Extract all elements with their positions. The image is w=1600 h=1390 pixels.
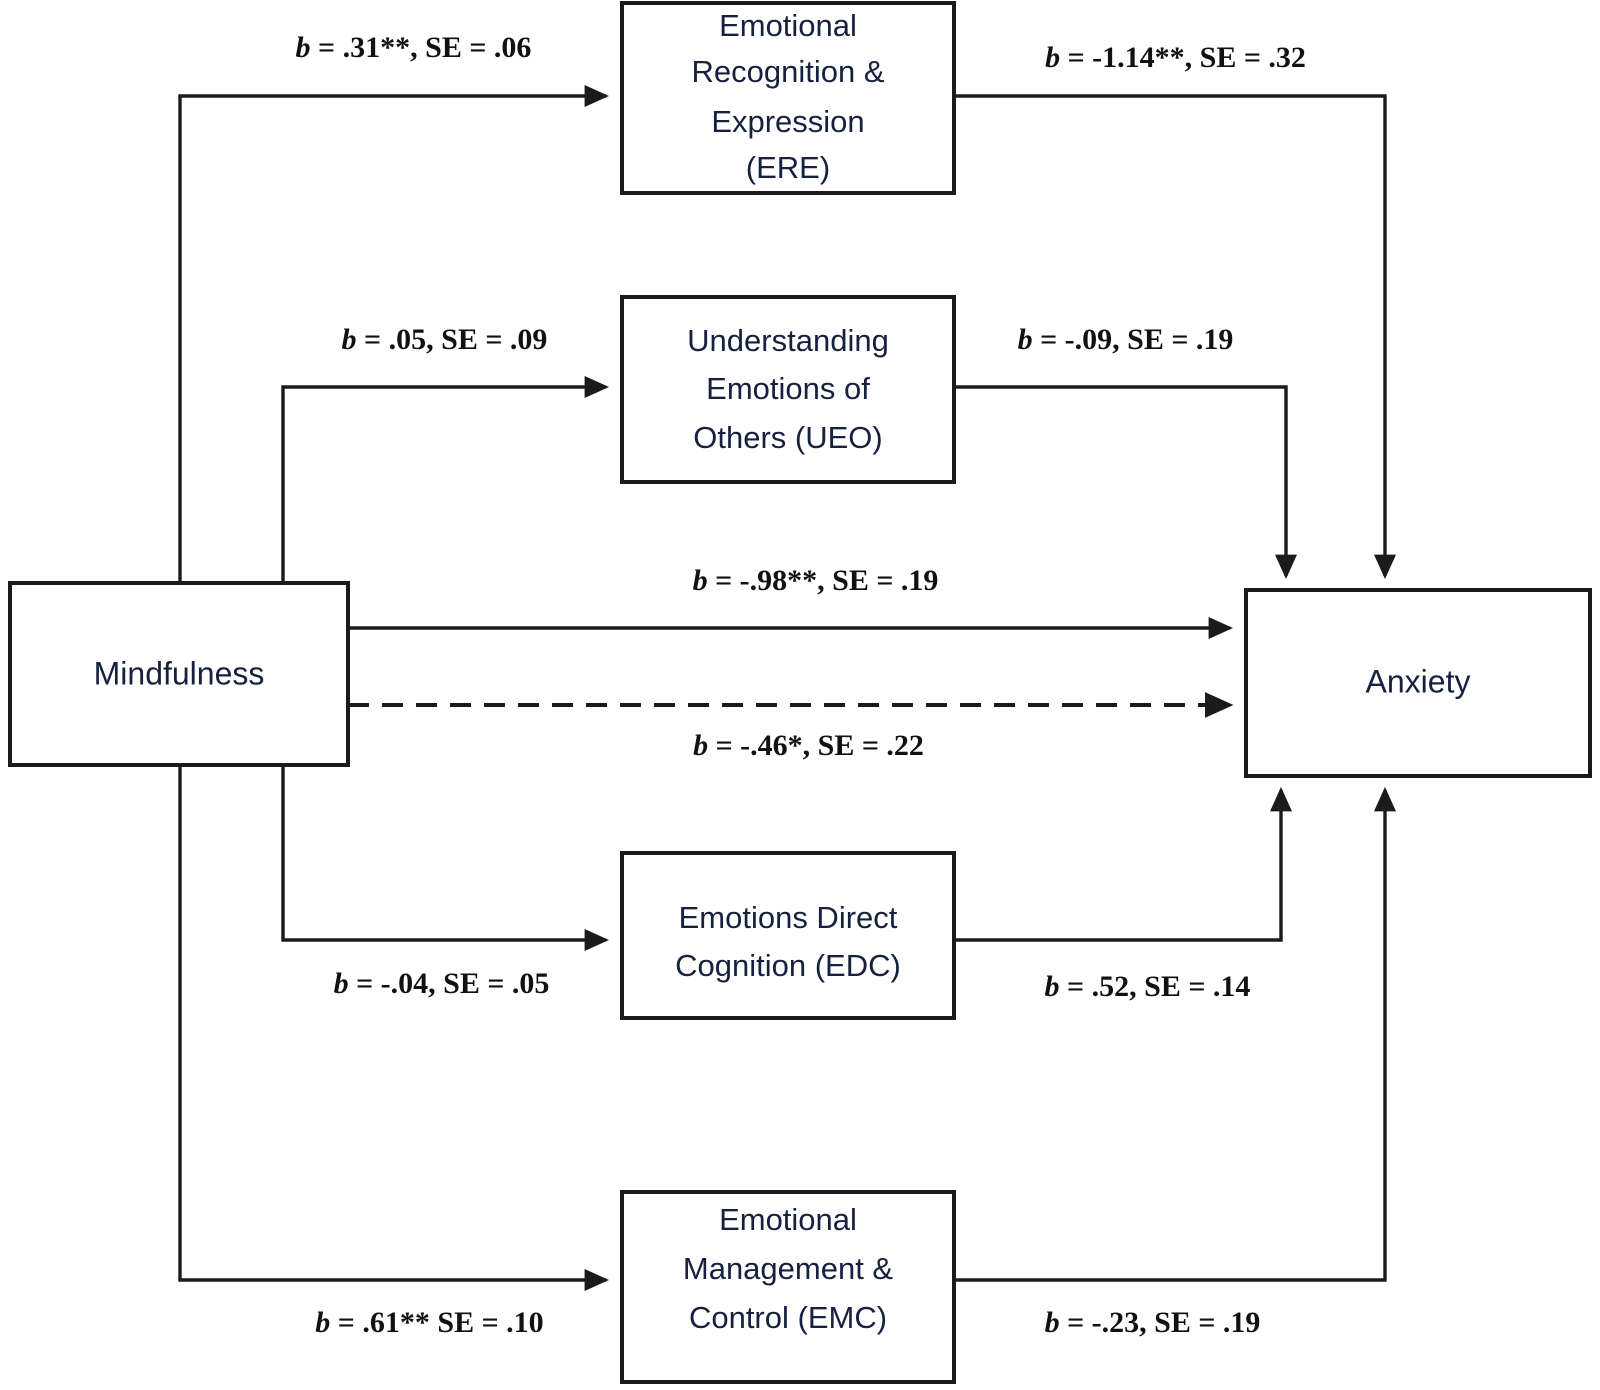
coef-value: = -.04, SE = .05 (349, 967, 550, 1000)
node-edc[interactable]: Emotions Direct Cognition (EDC) (620, 851, 956, 1020)
node-emc-label-line-2: Management & (683, 1251, 894, 1286)
node-emc[interactable]: Emotional Management & Control (EMC) (620, 1190, 956, 1384)
node-ere-box (620, 1, 956, 195)
coef-symbol: b (693, 564, 708, 597)
coef-label-emc-to-anxiety: b = -.23, SE = .19 (977, 1306, 1313, 1339)
node-mindfulness-label: Mindfulness (94, 655, 265, 691)
coef-value: = .31**, SE = .06 (311, 31, 532, 64)
node-emc-label-line-3: Control (EMC) (689, 1300, 887, 1335)
connectors-layer (178, 84, 1397, 1292)
coef-symbol: b (315, 1306, 330, 1339)
coef-label-ere-to-anxiety: b = -1.14**, SE = .32 (978, 41, 1359, 74)
coef-symbol: b (296, 31, 311, 64)
coef-value: = .61** SE = .10 (330, 1306, 543, 1339)
coef-value: = .05, SE = .09 (357, 323, 548, 356)
coefficient-labels-layer: b = .31**, SE = .06 b = -1.14**, SE = .3… (228, 31, 1359, 1339)
coef-label-mindfulness-to-anxiety-direct: b = -.46*, SE = .22 (626, 729, 977, 762)
node-mindfulness[interactable]: Mindfulness (8, 581, 350, 767)
node-ere-label-line-4: (ERE) (746, 150, 830, 185)
coef-label-mindfulness-to-emc: b = .61** SE = .10 (248, 1306, 596, 1339)
node-edc-label-line-2: Cognition (EDC) (675, 948, 901, 983)
node-anxiety-box (1244, 588, 1592, 778)
coef-label-mindfulness-to-ueo: b = .05, SE = .09 (274, 323, 600, 356)
coef-symbol: b (1045, 970, 1060, 1003)
coef-value: = -.23, SE = .19 (1060, 1306, 1261, 1339)
node-ere-label-line-2: Recognition & (691, 54, 884, 89)
node-emc-box (620, 1190, 956, 1384)
node-ere[interactable]: Emotional Recognition & Expression (ERE) (620, 1, 956, 195)
coef-label-edc-to-anxiety: b = .52, SE = .14 (977, 970, 1303, 1003)
node-ueo-box (620, 295, 956, 484)
node-ueo[interactable]: Understanding Emotions of Others (UEO) (620, 295, 956, 484)
coef-symbol: b (1045, 41, 1060, 74)
coef-symbol: b (342, 323, 357, 356)
node-ere-label-line-3: Expression (711, 104, 864, 139)
coef-label-mindfulness-to-ere: b = .31**, SE = .06 (228, 31, 584, 64)
path-mindfulness-to-ere (178, 84, 610, 765)
path-mindfulness-to-emc (178, 765, 610, 1292)
coef-label-mindfulness-to-edc: b = -.04, SE = .05 (266, 967, 602, 1000)
coef-value: = -.98**, SE = .19 (708, 564, 939, 597)
path-emc-to-anxiety (954, 786, 1397, 1282)
coef-label-ueo-to-anxiety: b = -.09, SE = .19 (950, 323, 1286, 356)
coef-symbol: b (1045, 1306, 1060, 1339)
node-anxiety-label: Anxiety (1366, 663, 1471, 699)
node-ere-label-line-1: Emotional (719, 8, 857, 43)
path-ueo-to-anxiety (954, 385, 1298, 580)
coef-value: = -1.14**, SE = .32 (1060, 41, 1306, 74)
node-edc-box (620, 851, 956, 1020)
path-mindfulness-to-edc (281, 765, 610, 952)
node-emc-label-line-1: Emotional (719, 1202, 857, 1237)
node-edc-label-line-1: Emotions Direct (679, 900, 898, 935)
node-ueo-label-line-2: Emotions of (706, 371, 870, 406)
coef-value: = .52, SE = .14 (1060, 970, 1251, 1003)
node-ueo-label-line-3: Others (UEO) (693, 420, 882, 455)
nodes-layer: Mindfulness Anxiety Emotional Recognitio… (8, 1, 1592, 1384)
coef-symbol: b (693, 729, 708, 762)
coef-value: = -.09, SE = .19 (1033, 323, 1234, 356)
node-ueo-label-line-1: Understanding (687, 323, 889, 358)
path-edc-to-anxiety (954, 786, 1293, 942)
coef-symbol: b (334, 967, 349, 1000)
coef-label-mindfulness-to-anxiety-total: b = -.98**, SE = .19 (625, 564, 991, 597)
node-anxiety[interactable]: Anxiety (1244, 588, 1592, 778)
coef-value: = -.46*, SE = .22 (708, 729, 924, 762)
path-ere-to-anxiety (954, 94, 1397, 580)
coef-symbol: b (1018, 323, 1033, 356)
node-mindfulness-box (8, 581, 350, 767)
